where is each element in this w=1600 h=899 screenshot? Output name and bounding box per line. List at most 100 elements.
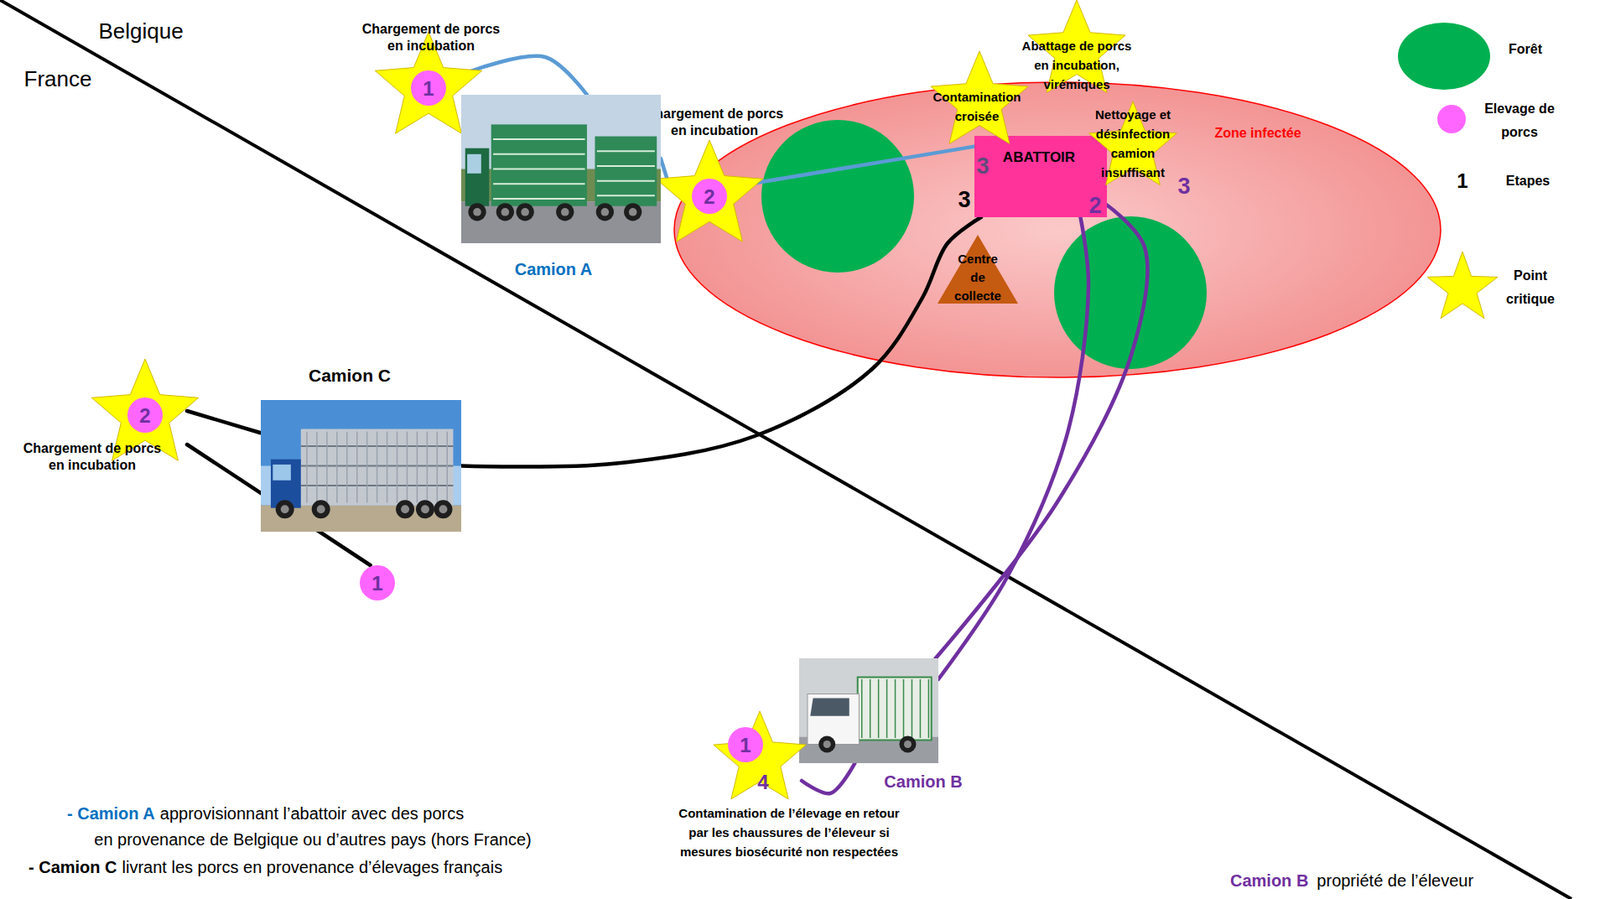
text-holder: Camion A <box>514 259 593 280</box>
truck-label: Camion A <box>514 259 593 280</box>
connector-line <box>935 204 1149 659</box>
pig-farm-circle: 1 <box>359 565 395 601</box>
critical-point-star: Nettoyage et désinfection camion insuffi… <box>1099 114 1167 182</box>
text-holder: livrant les porcs en provenance d’élevag… <box>122 857 504 878</box>
critical-point-label: Chargement de porcs en incubation <box>641 105 789 140</box>
text-holder: 3 <box>1177 172 1190 200</box>
legend-swatch <box>1437 104 1466 134</box>
connector-line <box>470 56 588 95</box>
collection-center-triangle: Centre de collecte <box>937 234 1019 304</box>
text-holder: Chargement de porcs en incubation <box>358 20 505 55</box>
text-holder: Contamination croisée <box>922 87 1032 126</box>
truck-photo-shape <box>260 400 462 532</box>
legend-star-symbol <box>1427 251 1498 319</box>
note-truck-name: - Camion C <box>28 857 118 878</box>
text-holder: Camion B <box>883 771 962 792</box>
text-holder: 1 <box>1456 168 1468 193</box>
critical-point-star: 14Contamination de l’élevage en retour p… <box>717 717 802 802</box>
text-holder: propriété de l’éleveur <box>1314 870 1476 891</box>
text-holder: 1 <box>422 76 434 101</box>
collection-center-label: Centre de collecte <box>950 249 1006 306</box>
legend-label: Forêt <box>1508 41 1543 58</box>
critical-point-star: 2Chargement de porcs en incubation <box>667 154 752 239</box>
critical-point-star: 1Chargement de porcs en incubation <box>386 46 471 130</box>
text-holder: Camion C <box>308 364 391 386</box>
text-holder: Camion B <box>1228 870 1310 891</box>
critical-point-label: Contamination de l’élevage en retour par… <box>667 803 911 862</box>
note-truck-name: Camion B <box>1228 870 1310 891</box>
text-holder: 2 <box>703 184 715 209</box>
note-text: en provenance de Belgique ou d’autres pa… <box>93 829 531 850</box>
truck-label: Camion C <box>308 364 391 386</box>
critical-point-label: Chargement de porcs en incubation <box>358 20 505 55</box>
forest-symbol <box>761 119 915 273</box>
text-holder: - Camion C <box>28 857 118 878</box>
text-holder: Forêt <box>1508 41 1543 58</box>
text-holder: France <box>24 66 93 93</box>
critical-point-label: Chargement de porcs en incubation <box>19 440 167 474</box>
step-number: 1 <box>422 76 434 101</box>
slaughterhouse-label: ABATTOIR <box>1002 149 1076 167</box>
critical-point-label: Contamination croisée <box>922 87 1032 126</box>
critical-point-star: Abattage de porcs en incubation, virémiq… <box>1043 17 1111 85</box>
legend-label: Point critique <box>1492 264 1569 312</box>
truck-photo: Camion C <box>260 400 462 532</box>
truck-photo-shape <box>799 658 939 764</box>
text-holder: Zone infectée <box>1214 124 1301 141</box>
connector-line <box>461 217 982 468</box>
step-number: 2 <box>1088 192 1102 219</box>
country-label: Belgique <box>98 18 183 45</box>
truck-photo: Camion A <box>461 94 661 244</box>
text-holder: 1 <box>371 571 383 596</box>
pig-farm-circle <box>127 397 163 433</box>
step-number: 2 <box>703 184 715 209</box>
text-holder: Elevage de porcs <box>1471 97 1569 145</box>
text-holder: Belgique <box>98 18 183 45</box>
slaughterhouse-box: ABATTOIR 3 2 <box>974 135 1107 218</box>
legend-label: Elevage de porcs <box>1471 97 1569 145</box>
connector-line <box>660 158 668 181</box>
step-number: 3 <box>957 186 971 213</box>
connector-line <box>938 217 1089 680</box>
truck-label: Camion B <box>883 771 962 792</box>
text-holder: approvisionnant l’abattoir avec des porc… <box>160 803 464 824</box>
zone-label: Zone infectée <box>1214 124 1301 141</box>
country-label: France <box>24 66 93 93</box>
step-number: 2 <box>139 403 151 428</box>
text-holder: en provenance de Belgique ou d’autres pa… <box>93 829 531 850</box>
truck-illustration <box>799 658 939 764</box>
step-number: 1 <box>739 732 751 758</box>
note-text: livrant les porcs en provenance d’élevag… <box>122 857 504 878</box>
zone-ellipse <box>674 82 1441 378</box>
pig-farm-circle <box>410 70 447 106</box>
text-holder: 4 <box>757 769 769 795</box>
text-holder: Contamination de l’élevage en retour par… <box>667 803 911 862</box>
legend-sample-number: 1 <box>1456 168 1468 193</box>
connector-line <box>187 410 261 433</box>
connector-line <box>187 444 371 566</box>
critical-point-star: 2Chargement de porcs en incubation <box>103 373 188 458</box>
note-truck-name: - Camion A <box>67 803 156 824</box>
truck-illustration <box>461 94 661 244</box>
critical-point-star: Contamination croisée <box>945 68 1013 136</box>
pig-farm-circle <box>727 727 764 763</box>
pig-farm-circle <box>359 565 395 601</box>
box-fill <box>974 135 1107 218</box>
star-symbol <box>713 711 806 800</box>
critical-point-label: Nettoyage et désinfection camion insuffi… <box>1082 104 1184 182</box>
text-holder: 3 <box>976 152 989 180</box>
note-text: approvisionnant l’abattoir avec des porc… <box>160 803 464 824</box>
text-holder: 2 <box>139 403 151 428</box>
slaughterhouse-box-shape <box>974 135 1107 218</box>
critical-point-label: Abattage de porcs en incubation, virémiq… <box>1016 36 1138 94</box>
step-number: 4 <box>757 769 769 795</box>
connector-line <box>751 146 975 184</box>
connector-line <box>801 763 855 794</box>
truck-illustration <box>260 400 462 532</box>
truck-photo-shape <box>461 94 661 244</box>
text-holder: - Camion A <box>67 803 156 824</box>
legend-label: Etapes <box>1506 172 1550 189</box>
